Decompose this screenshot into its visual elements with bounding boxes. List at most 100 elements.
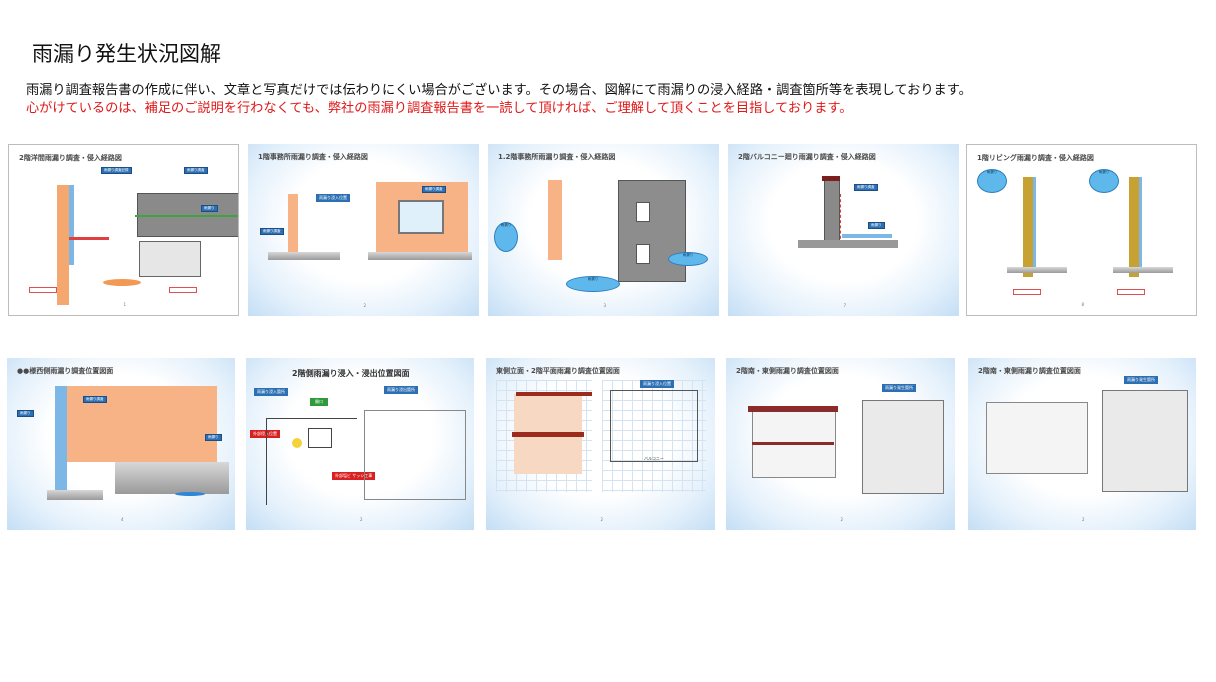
- route-label: 雨漏り浸入位置: [640, 380, 674, 388]
- callout: 雨漏り調査: [854, 184, 878, 191]
- plan-room: [610, 390, 698, 462]
- slide-thumbnail-10[interactable]: 2階南・東側雨漏り調査位置図面 雨漏り発生箇所 2: [968, 358, 1196, 530]
- ground: [268, 252, 340, 260]
- blue-oval: 雨漏り: [566, 276, 620, 292]
- house-floor: [752, 442, 834, 445]
- slide-title: 東側立面・2階平面雨漏り調査位置図面: [496, 367, 620, 375]
- page-title: 雨漏り発生状況図解: [32, 42, 221, 66]
- page-number: 7: [843, 303, 847, 308]
- callout: 雨漏り調査: [83, 396, 107, 403]
- roof-band: [516, 392, 592, 396]
- page-number: 2: [840, 517, 844, 522]
- water-pool: [175, 492, 205, 496]
- slide-title: 2階洋間雨漏り調査・侵入経路図: [19, 154, 122, 162]
- window: [398, 200, 444, 234]
- ground: [1113, 267, 1173, 273]
- green-label: 開口: [310, 398, 328, 406]
- parapet-top: [822, 176, 840, 181]
- floor-beam: [69, 237, 109, 240]
- page-number: 2: [360, 517, 363, 522]
- page-description: 雨漏り調査報告書の作成に伴い、文章と写真だけでは伝わりにくい場合がございます。そ…: [26, 82, 972, 118]
- leak-route: [840, 194, 841, 244]
- slide-thumbnail-5[interactable]: 1階リビング雨漏り調査・侵入経路図 雨漏り 雨漏り 8: [966, 144, 1197, 316]
- ground: [115, 462, 229, 494]
- window: [636, 202, 650, 222]
- slide-thumbnail-2[interactable]: 1階事務所雨漏り調査・侵入経路図 雨漏り浸入位置 雨漏り調査 雨漏り調査 2: [248, 144, 479, 316]
- window: [636, 244, 650, 264]
- wall-section: [55, 386, 67, 496]
- slide-title: 2階南・東側雨漏り調査位置図面: [736, 367, 839, 375]
- blue-oval: 雨漏り: [494, 222, 518, 252]
- caption-box: [1117, 289, 1145, 295]
- callout: 雨漏り: [17, 410, 34, 417]
- page-number: 4: [121, 517, 124, 522]
- page-number: 1: [123, 302, 127, 307]
- callout: 雨漏り: [201, 205, 218, 212]
- route-label: 雨漏り浸入位置: [316, 194, 350, 202]
- callout: 雨漏り調査: [422, 186, 446, 193]
- floor-band: [512, 432, 584, 437]
- wall-section: [1023, 177, 1033, 277]
- blue-oval: 雨漏り: [668, 252, 708, 266]
- house-roof: [748, 406, 838, 412]
- slide-title: 1階リビング雨漏り調査・侵入経路図: [977, 154, 1094, 162]
- finish-board: [1033, 177, 1036, 267]
- page-number: 8: [1081, 302, 1085, 307]
- orange-oval: [103, 279, 141, 286]
- ground: [368, 252, 472, 260]
- slide-title: 2階南・東側雨漏り調査位置図面: [978, 367, 1081, 375]
- callout: 雨漏り調査: [260, 228, 284, 235]
- slide-thumbnail-1[interactable]: 2階洋間雨漏り調査・侵入経路図 雨漏り調査記録 雨漏り調査 雨漏り 1: [8, 144, 239, 316]
- floor-slab: [798, 240, 898, 248]
- slide-title: 1.2階事務所雨漏り調査・侵入経路図: [498, 153, 616, 161]
- slide-title: ●●様西側雨漏り調査位置図面: [17, 367, 114, 375]
- house-outline: [266, 418, 357, 505]
- wall-section: [548, 180, 562, 260]
- callout: 雨漏り調査記録: [101, 167, 132, 174]
- leak-route-label: 雨漏り浸入箇所: [254, 388, 288, 396]
- wall-board: [69, 185, 74, 265]
- leak-label: 雨漏り発生箇所: [1124, 376, 1158, 384]
- parapet: [824, 178, 840, 244]
- ground: [47, 490, 103, 500]
- slide-thumbnail-7[interactable]: 2階側雨漏り浸入・浸出位置図面 雨漏り浸入箇所 雨漏り浸出箇所 開口 外部侵入位…: [246, 358, 474, 530]
- page-number: 2: [600, 517, 604, 522]
- page-number: 2: [363, 303, 367, 308]
- callout: 雨漏り調査: [184, 167, 208, 174]
- slide-thumbnail-4[interactable]: 2階バルコニー廻り雨漏り調査・侵入経路図 雨漏り調査 雨漏り 7: [728, 144, 959, 316]
- leak-label: 雨漏り発生箇所: [882, 384, 916, 392]
- slide-title: 1階事務所雨漏り調査・侵入経路図: [258, 153, 368, 161]
- page-number: 3: [603, 303, 607, 308]
- slide-thumbnail-8[interactable]: 東側立面・2階平面雨漏り調査位置図面 雨漏り浸入位置 バルコニー 2: [486, 358, 715, 530]
- ground: [1007, 267, 1067, 273]
- house-elevation: [986, 402, 1088, 474]
- slide-thumbnail-3[interactable]: 1.2階事務所雨漏り調査・侵入経路図 雨漏り 雨漏り 雨漏り 3: [488, 144, 719, 316]
- description-line-1: 雨漏り調査報告書の作成に伴い、文章と写真だけでは伝わりにくい場合がございます。そ…: [26, 83, 972, 98]
- blue-oval: 雨漏り: [1089, 169, 1119, 193]
- caption-box: [29, 287, 57, 293]
- callout: 雨漏り: [205, 434, 222, 441]
- leak-exit-label: 雨漏り浸出箇所: [384, 386, 418, 394]
- wall-section: [57, 185, 69, 305]
- house-window: [308, 428, 332, 448]
- balcony-label: バルコニー: [644, 456, 664, 461]
- description-line-2: 心がけているのは、補足のご説明を行わなくても、弊社の雨漏り調査報告書を一読して頂…: [26, 101, 853, 116]
- page-number: 2: [1082, 517, 1085, 522]
- green-line: [135, 215, 238, 217]
- wall-section: [288, 194, 298, 254]
- wall-section: [1129, 177, 1139, 277]
- plan-grid: [602, 380, 706, 492]
- callout: 雨漏り: [868, 222, 885, 229]
- plan-outline: [364, 410, 466, 500]
- slide-thumbnail-6[interactable]: ●●様西側雨漏り調査位置図面 雨漏り 雨漏り調査 雨漏り 4: [7, 358, 235, 530]
- caption-box: [169, 287, 197, 293]
- floor-plan: [1102, 390, 1188, 492]
- slide-title: 2階バルコニー廻り雨漏り調査・侵入経路図: [738, 153, 876, 161]
- red-label: 外部塩ビ サッシ工事: [332, 472, 376, 480]
- balcony-floor: [842, 234, 892, 238]
- floor-plan: [862, 400, 944, 494]
- yellow-dot: [292, 438, 302, 448]
- red-label: 外部侵入位置: [250, 430, 280, 438]
- slide-thumbnail-9[interactable]: 2階南・東側雨漏り調査位置図面 雨漏り発生箇所 2: [726, 358, 955, 530]
- window-frame: [139, 241, 201, 277]
